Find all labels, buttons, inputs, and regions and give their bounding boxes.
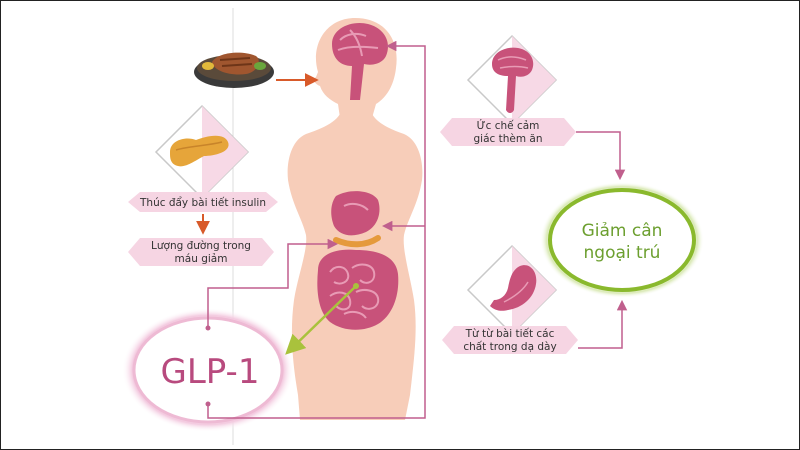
connector-gastric-result [578,299,628,349]
brain-icon [492,47,534,113]
intestines-organ [317,249,399,330]
insulin-label: Thúc đẩy bài tiết insulin [139,196,266,209]
connector-intestine-glp1 [285,285,357,355]
weight-loss-result: Giảm cân ngoại trú [540,182,704,298]
gastric-label-line1: Từ từ bài tiết các [465,328,555,340]
glucose-label-box [128,238,274,266]
human-body [287,18,423,420]
stomach-icon [490,265,537,311]
stomach-card [466,244,558,336]
glp1-label: GLP-1 [161,352,260,392]
gastric-label-line2: chất trong dạ dày [463,341,556,353]
gastric-label-box [442,326,578,354]
insulin-label-box [128,192,278,212]
steak-plate-icon [194,52,274,88]
stomach-organ [331,191,380,236]
appetite-label-box [440,118,576,146]
glp1-hormone: GLP-1 [122,308,294,432]
brain-card [466,34,558,126]
glucose-label-line2: máu giảm [175,253,228,265]
appetite-label-line2: giác thèm ăn [473,133,542,145]
pancreas-icon [170,135,229,167]
connector-appetite-result [576,131,626,181]
result-label-line2: ngoại trú [584,243,661,263]
pancreas-card [154,104,250,200]
connector-glp1-pancreas [207,238,339,328]
brain-organ [332,22,388,100]
appetite-label-line1: Ức chế cảm [477,119,540,132]
result-label-line1: Giảm cân [582,221,663,241]
connector-glp1-brain [207,40,426,419]
glucose-label-line1: Lượng đường trong [151,240,251,252]
